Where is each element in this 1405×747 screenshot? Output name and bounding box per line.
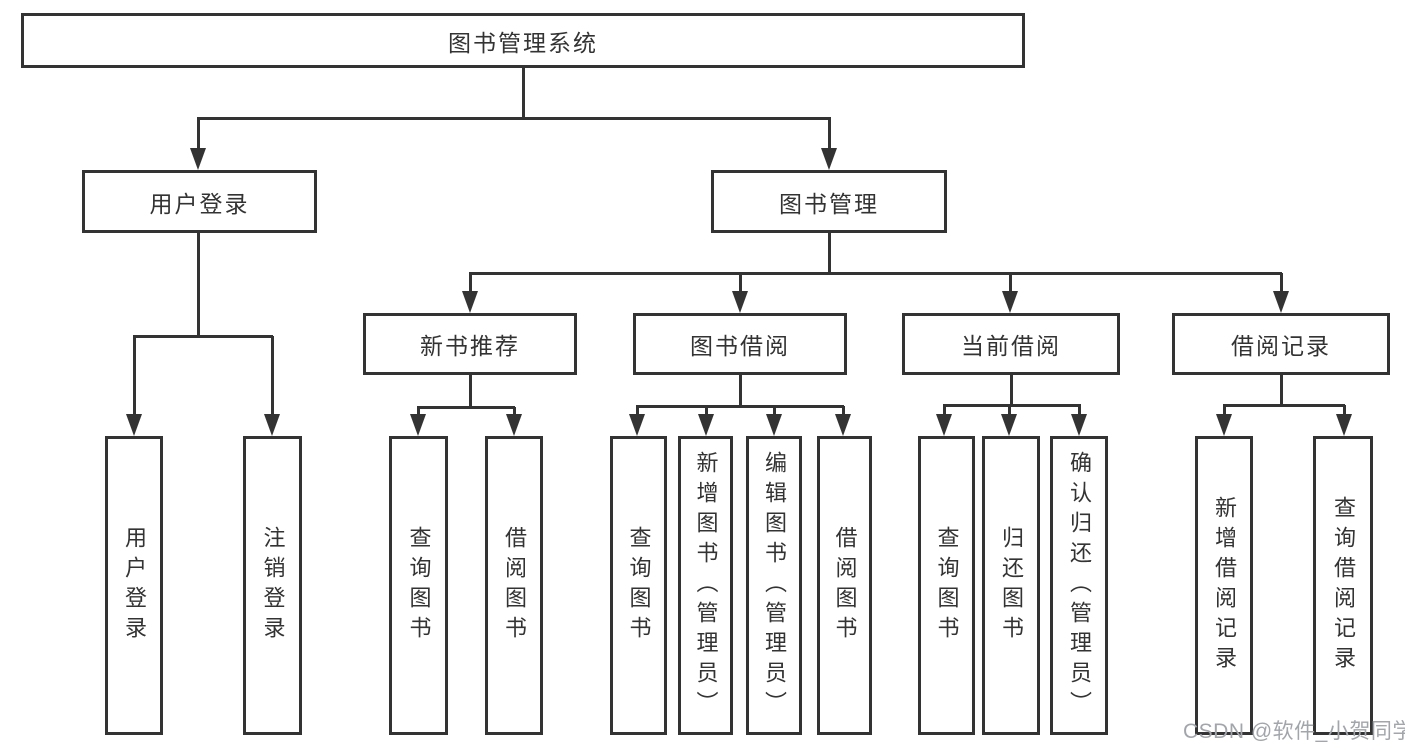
node-user-login-label: 用户登录 [149,190,250,217]
node-new-book-recommend: 新书推荐 [363,313,577,375]
leaf-cb-return-books: 归还图书 [982,436,1040,735]
arrowhead-current-borrow [1002,291,1018,313]
arrowhead-new-book-recommend [462,291,478,313]
arrowhead-leaf-user-login [126,414,142,436]
connector-borrow-records-split [1223,404,1345,407]
leaf-nb-query-books-label: 查询图书 [406,525,432,646]
connector-drop-bb-borrow [842,406,845,416]
connector-drop-bb-query [636,406,639,416]
connector-new-book-split [417,406,515,409]
arrowhead-cb-return [1001,414,1017,436]
connector-book-management-split [469,272,1282,275]
arrowhead-nb-query [410,414,426,436]
connector-drop-user-login [197,117,200,152]
connector-book-borrow-stem [739,375,742,406]
arrowhead-bb-edit [766,414,782,436]
connector-book-management-stem [828,233,831,273]
connector-root-stem [522,68,525,118]
node-root-label: 图书管理系统 [448,29,598,56]
leaf-user-login: 用户登录 [105,436,163,735]
leaf-bb-edit-books-admin: 编辑图书（管理员） [746,436,802,735]
leaf-logout-label: 注销登录 [260,525,286,646]
leaf-cb-confirm-return-admin: 确认归还（管理员） [1050,436,1108,735]
connector-drop-cb-query [943,405,946,416]
connector-drop-borrow-records [1280,273,1283,293]
connector-new-book-stem [469,375,472,407]
leaf-nb-borrow-books-label: 借阅图书 [502,525,527,646]
connector-drop-leaf-user-login [133,336,136,416]
connector-current-borrow-split [943,404,1081,407]
node-book-management: 图书管理 [711,170,947,233]
leaf-cb-query-books-label: 查询图书 [934,525,960,646]
leaf-bb-borrow-books-label: 借阅图书 [832,525,858,646]
csdn-watermark: CSDN @软件_小贺同学 [1183,720,1405,743]
leaf-br-add-record-label: 新增借阅记录 [1212,495,1237,676]
leaf-br-query-record: 查询借阅记录 [1313,436,1373,735]
connector-drop-book-management [828,117,831,152]
arrowhead-book-borrow [732,291,748,313]
connector-drop-bb-edit [773,406,776,416]
node-new-book-recommend-label: 新书推荐 [420,333,520,359]
connector-drop-br-add [1223,405,1226,416]
leaf-bb-query-books: 查询图书 [610,436,667,735]
arrowhead-book-management [821,148,837,170]
leaf-cb-return-books-label: 归还图书 [999,525,1024,646]
node-current-borrow: 当前借阅 [902,313,1120,375]
connector-current-borrow-stem [1010,375,1013,405]
leaf-bb-add-books-admin-label: 新增图书（管理员） [693,450,719,721]
connector-drop-book-borrow [739,273,742,293]
leaf-nb-query-books: 查询图书 [389,436,448,735]
connector-book-borrow-split [636,405,844,408]
connector-drop-new-book-recommend [469,273,472,293]
node-current-borrow-label: 当前借阅 [961,333,1061,359]
arrowhead-br-add [1216,414,1232,436]
node-book-borrow-label: 图书借阅 [690,333,790,359]
leaf-cb-query-books: 查询图书 [918,436,975,735]
leaf-nb-borrow-books: 借阅图书 [485,436,543,735]
node-root: 图书管理系统 [21,13,1025,68]
leaf-cb-confirm-return-admin-label: 确认归还（管理员） [1067,450,1092,721]
node-borrow-records: 借阅记录 [1172,313,1390,375]
arrowhead-br-query [1336,414,1352,436]
arrowhead-borrow-records [1273,291,1289,313]
connector-user-login-stem [197,233,200,336]
connector-root-split [197,117,831,120]
arrowhead-bb-add [698,414,714,436]
arrowhead-leaf-logout [264,414,280,436]
connector-drop-nb-query [417,407,420,416]
leaf-bb-query-books-label: 查询图书 [626,525,652,646]
leaf-logout: 注销登录 [243,436,302,735]
leaf-bb-edit-books-admin-label: 编辑图书（管理员） [762,450,787,721]
connector-drop-br-query [1343,405,1346,416]
arrowhead-nb-borrow [506,414,522,436]
arrowhead-cb-query [936,414,952,436]
node-book-borrow: 图书借阅 [633,313,847,375]
leaf-user-login-label: 用户登录 [122,525,147,646]
leaf-br-add-record: 新增借阅记录 [1195,436,1253,735]
connector-drop-cb-confirm [1078,405,1081,416]
arrowhead-bb-borrow [835,414,851,436]
node-borrow-records-label: 借阅记录 [1231,333,1331,359]
leaf-bb-add-books-admin: 新增图书（管理员） [678,436,733,735]
leaf-br-query-record-label: 查询借阅记录 [1331,495,1356,676]
arrowhead-cb-confirm [1071,414,1087,436]
connector-drop-leaf-logout [271,336,274,416]
arrowhead-user-login [190,148,206,170]
node-user-login: 用户登录 [82,170,317,233]
connector-borrow-records-stem [1280,375,1283,405]
connector-drop-bb-add [705,406,708,416]
leaf-bb-borrow-books: 借阅图书 [817,436,872,735]
connector-user-login-split [133,335,273,338]
arrowhead-bb-query [629,414,645,436]
connector-drop-nb-borrow [513,407,516,416]
node-book-management-label: 图书管理 [779,190,879,217]
connector-drop-cb-return [1008,405,1011,416]
connector-drop-current-borrow [1009,273,1012,293]
